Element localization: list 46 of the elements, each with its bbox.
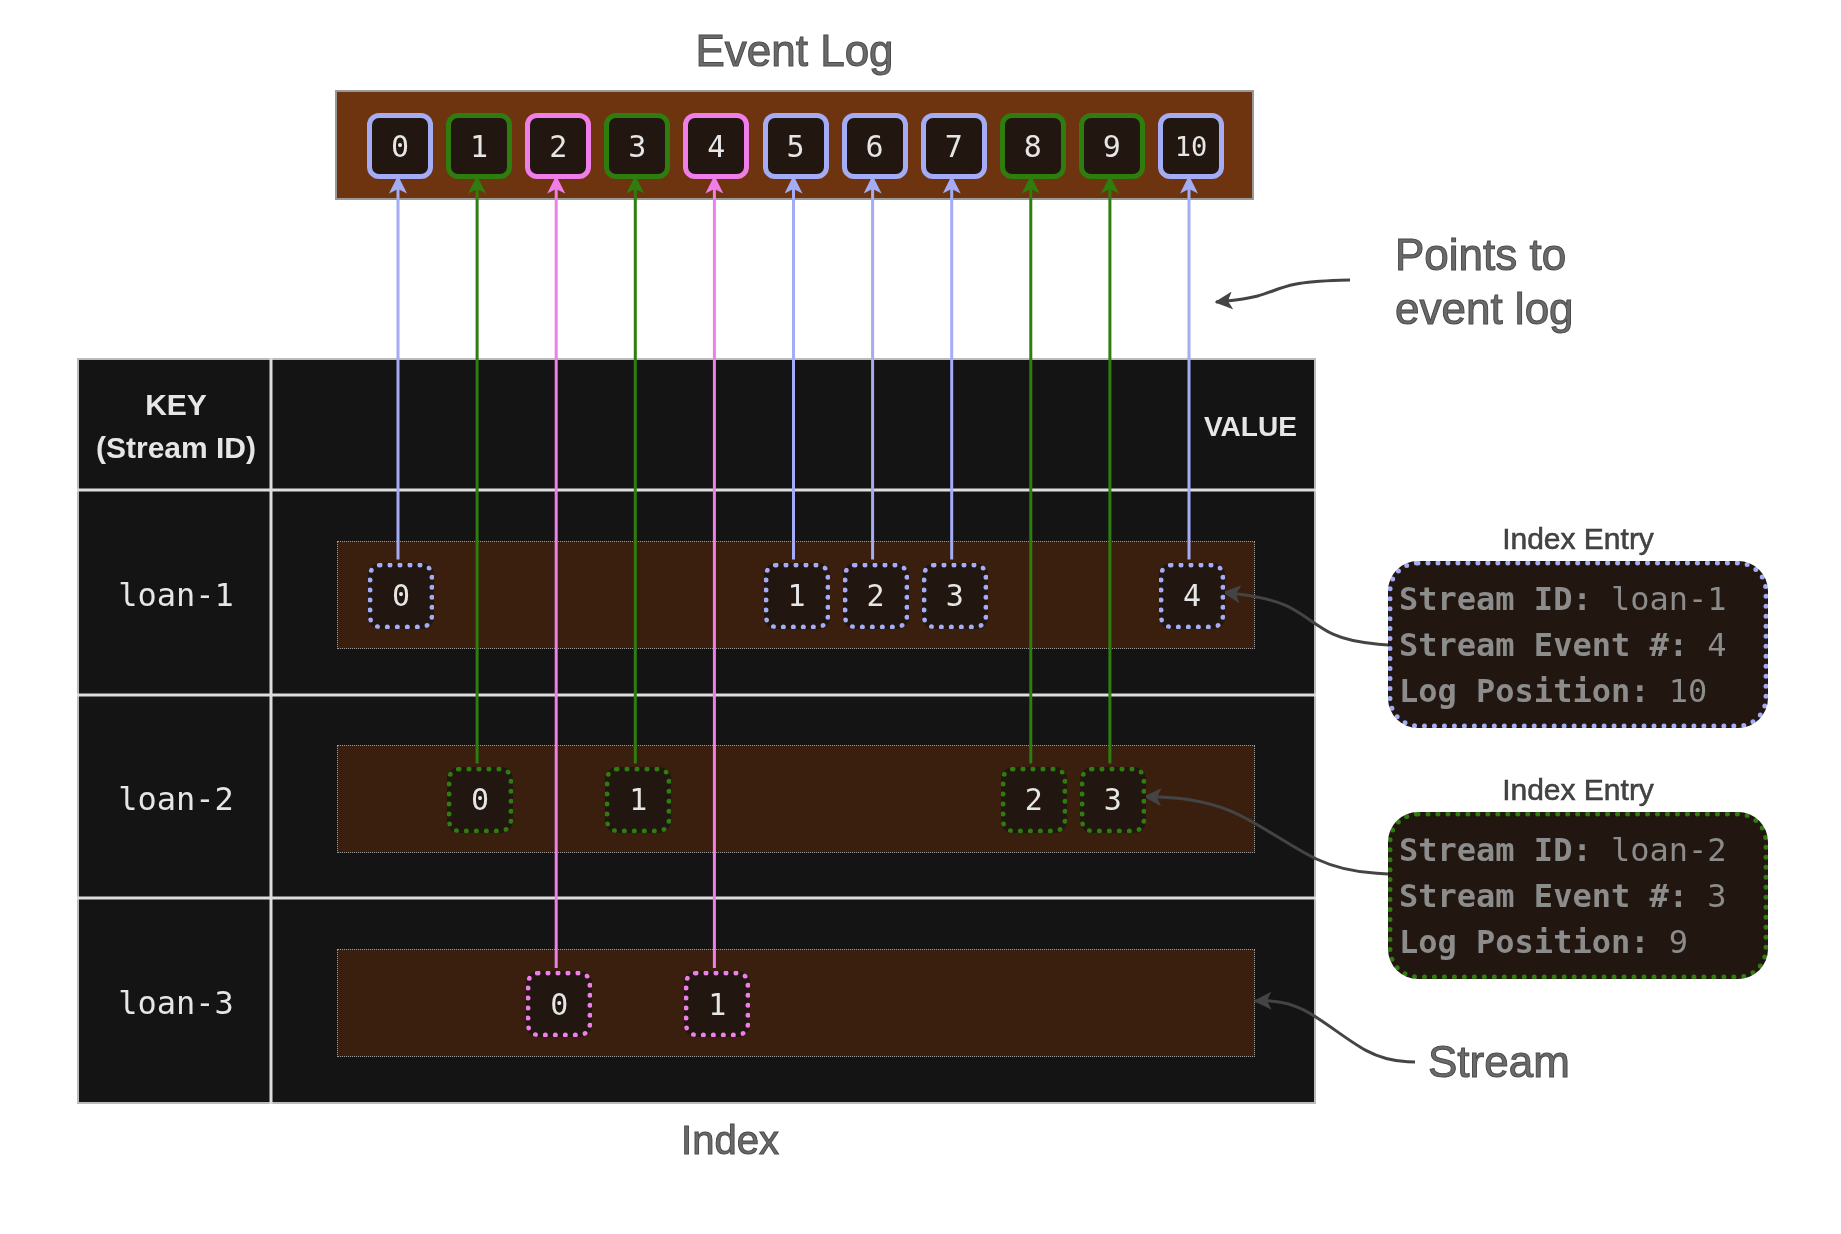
stream-event-box: 0 — [526, 971, 593, 1037]
column-header: VALUE — [1204, 409, 1297, 444]
log-event-box: 5 — [762, 113, 829, 179]
entry-field: Log Position: 10 — [1399, 668, 1757, 714]
stream-event-box: 1 — [763, 562, 830, 629]
log-event-box: 3 — [604, 113, 671, 179]
stream-event-box: 1 — [684, 971, 751, 1037]
entry-field: Stream ID: loan-1 — [1399, 576, 1757, 622]
index-entry-title: Index Entry — [1502, 773, 1654, 807]
leader-arrow — [1253, 991, 1416, 1064]
log-event-box: 6 — [841, 113, 908, 179]
stream-id: loan-2 — [118, 779, 234, 818]
annotation-text: Points to event log — [1395, 229, 1575, 335]
column-header: KEY (Stream ID) — [94, 387, 257, 466]
event-log-title: Event Log — [695, 26, 894, 76]
leader-arrow — [1222, 585, 1389, 647]
stream-event-box: 0 — [368, 562, 434, 629]
stream-event-box: 4 — [1159, 562, 1225, 629]
entry-field: Stream Event #: 3 — [1399, 873, 1757, 919]
log-event-box: 7 — [920, 113, 987, 179]
stream-bar — [337, 744, 1255, 853]
stream-bar — [337, 949, 1255, 1057]
stream-event-box: 2 — [1000, 766, 1067, 833]
log-event-box: 1 — [446, 113, 513, 179]
index-entry-title: Index Entry — [1502, 522, 1654, 556]
stream-event-box: 3 — [1079, 766, 1146, 833]
stream-event-box: 3 — [921, 562, 988, 629]
stream-id: loan-1 — [118, 575, 234, 614]
stream-event-box: 2 — [842, 562, 909, 629]
stream-bar — [337, 540, 1255, 649]
log-event-box: 0 — [367, 113, 433, 179]
log-event-box: 10 — [1158, 113, 1224, 179]
log-event-box: 4 — [683, 113, 750, 179]
annotation-text: Stream — [1428, 1036, 1571, 1088]
entry-field: Stream ID: loan-2 — [1399, 827, 1757, 873]
stream-id: loan-3 — [118, 984, 234, 1022]
log-event-box: 8 — [999, 113, 1066, 179]
entry-field: Stream Event #: 4 — [1399, 622, 1757, 668]
index-title: Index — [681, 1118, 779, 1163]
entry-field: Log Position: 9 — [1399, 919, 1757, 965]
log-event-box: 2 — [525, 113, 592, 179]
log-event-box: 9 — [1078, 113, 1145, 179]
leader-arrow — [1214, 278, 1351, 310]
stream-event-box: 0 — [447, 766, 514, 833]
stream-event-box: 1 — [605, 766, 672, 833]
leader-arrow — [1143, 788, 1389, 876]
